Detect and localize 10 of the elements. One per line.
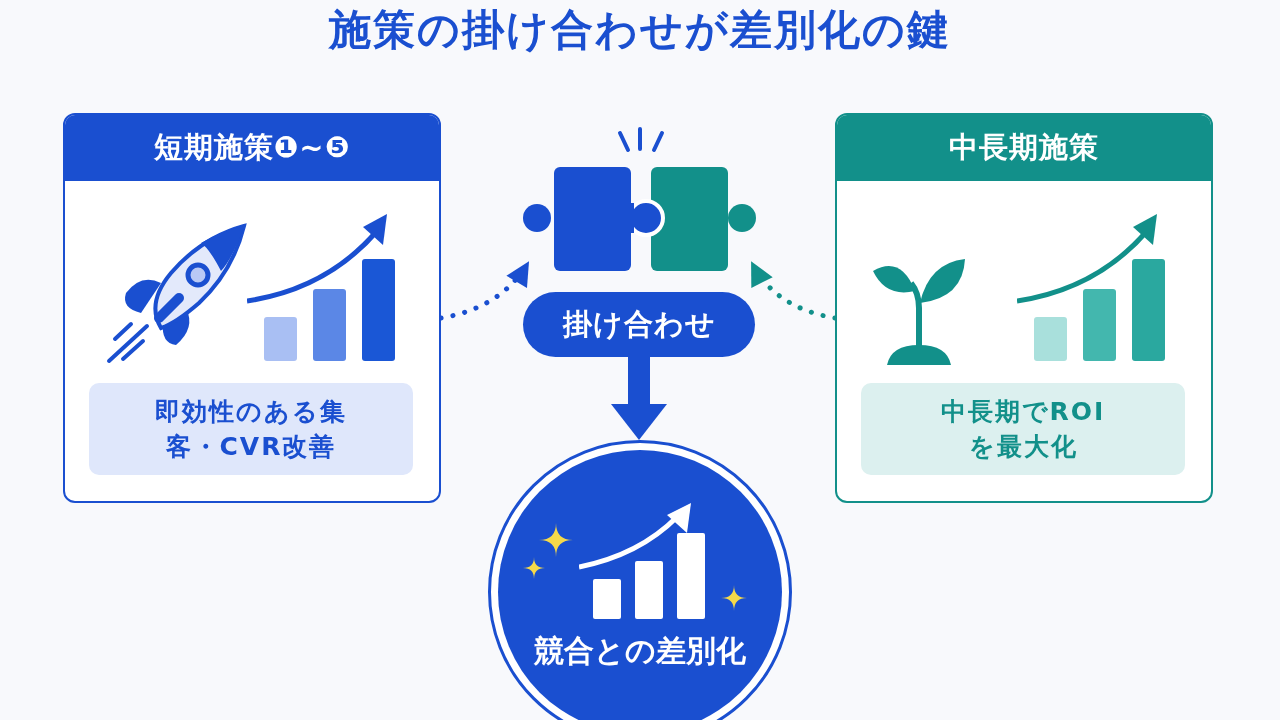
card-heading: 短期施策❶~❺	[65, 115, 439, 181]
pill-label: 掛け合わせ	[523, 292, 755, 357]
result-label: 競合との差別化	[533, 632, 747, 670]
card-panel	[63, 113, 441, 503]
card-panel	[835, 113, 1213, 503]
description: 中長期でROIを最大化	[939, 396, 1107, 463]
title: 施策の掛け合わせが差別化の鍵	[327, 4, 952, 56]
arrow	[611, 357, 667, 440]
card-heading: 中長期施策	[837, 115, 1211, 181]
description: 即効性のある集客・CVR改善	[154, 396, 348, 463]
